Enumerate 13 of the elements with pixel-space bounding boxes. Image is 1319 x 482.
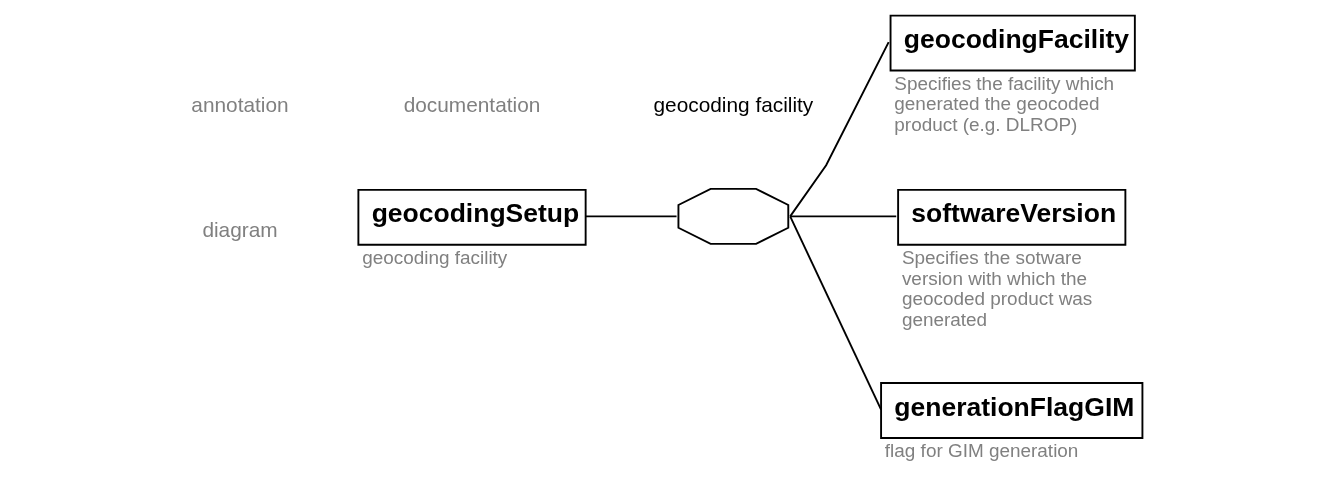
label: diagram (202, 217, 278, 241)
node-octagon (677, 187, 790, 245)
connector (789, 215, 898, 218)
node-label: Specifies the facility which generated the geocoded product (e.g. DLROP) (894, 72, 1115, 136)
label: geocoding facility (653, 92, 814, 116)
label: documentation (403, 92, 541, 116)
node-label: Specifies the sotware version with which the geocoded product was generated (901, 246, 1093, 331)
connector (789, 41, 890, 218)
node-label: flag for GIM generation (884, 439, 1079, 461)
node-label: geocoding facility (362, 246, 508, 268)
connector (584, 215, 678, 218)
label: annotation (191, 92, 289, 116)
connector (789, 215, 883, 411)
